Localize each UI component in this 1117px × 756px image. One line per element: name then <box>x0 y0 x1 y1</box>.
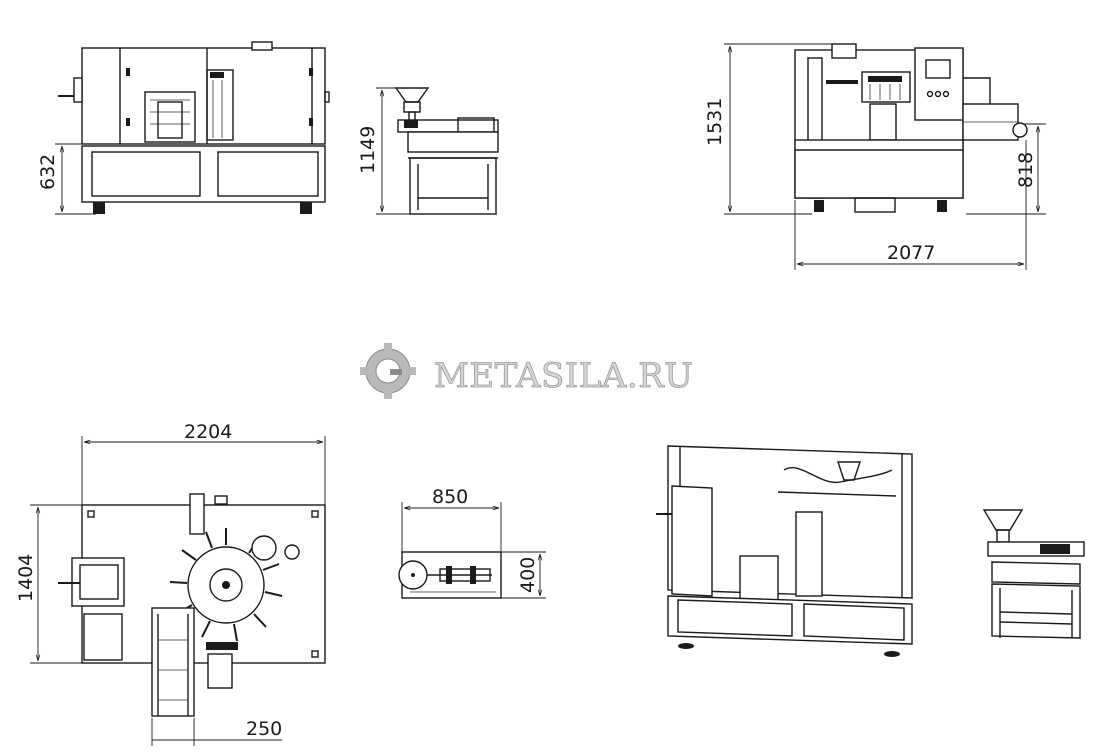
watermark: METASILA.RU <box>360 343 693 399</box>
filler-top-length-label: 850 <box>432 486 468 508</box>
side-total-height-label: 1531 <box>704 98 726 146</box>
filler-top-view <box>398 551 502 599</box>
filler-front-view <box>394 87 499 215</box>
filler-top-width-label: 400 <box>517 557 539 593</box>
filler-top-length-dimension: 850 <box>401 486 502 552</box>
gear-g-logo <box>360 343 416 399</box>
side-length-dimension: 2077 <box>794 140 1027 270</box>
top-length-dimension: 2204 <box>81 421 326 505</box>
side-view-machine <box>794 43 1028 213</box>
side-total-height-dimension: 1531 <box>704 43 832 215</box>
rotary-grippers <box>169 528 283 642</box>
front-height-dimension: 632 <box>37 143 96 215</box>
top-conveyor-dimension: 250 <box>151 718 282 746</box>
side-length-label: 2077 <box>887 242 935 264</box>
front-view-machine <box>58 41 330 214</box>
isometric-filler <box>982 509 1085 639</box>
filler-height-label: 1149 <box>357 126 379 174</box>
filler-top-width-dimension: 400 <box>501 551 546 599</box>
top-conveyor-label: 250 <box>246 718 282 740</box>
top-width-label: 1404 <box>15 554 37 602</box>
watermark-text: METASILA.RU <box>434 356 693 396</box>
isometric-machine <box>656 445 913 657</box>
top-width-dimension: 1404 <box>15 504 82 664</box>
front-height-label: 632 <box>37 154 59 190</box>
filler-height-dimension: 1149 <box>357 87 410 215</box>
top-view-machine <box>58 493 326 717</box>
top-length-label: 2204 <box>184 421 232 443</box>
